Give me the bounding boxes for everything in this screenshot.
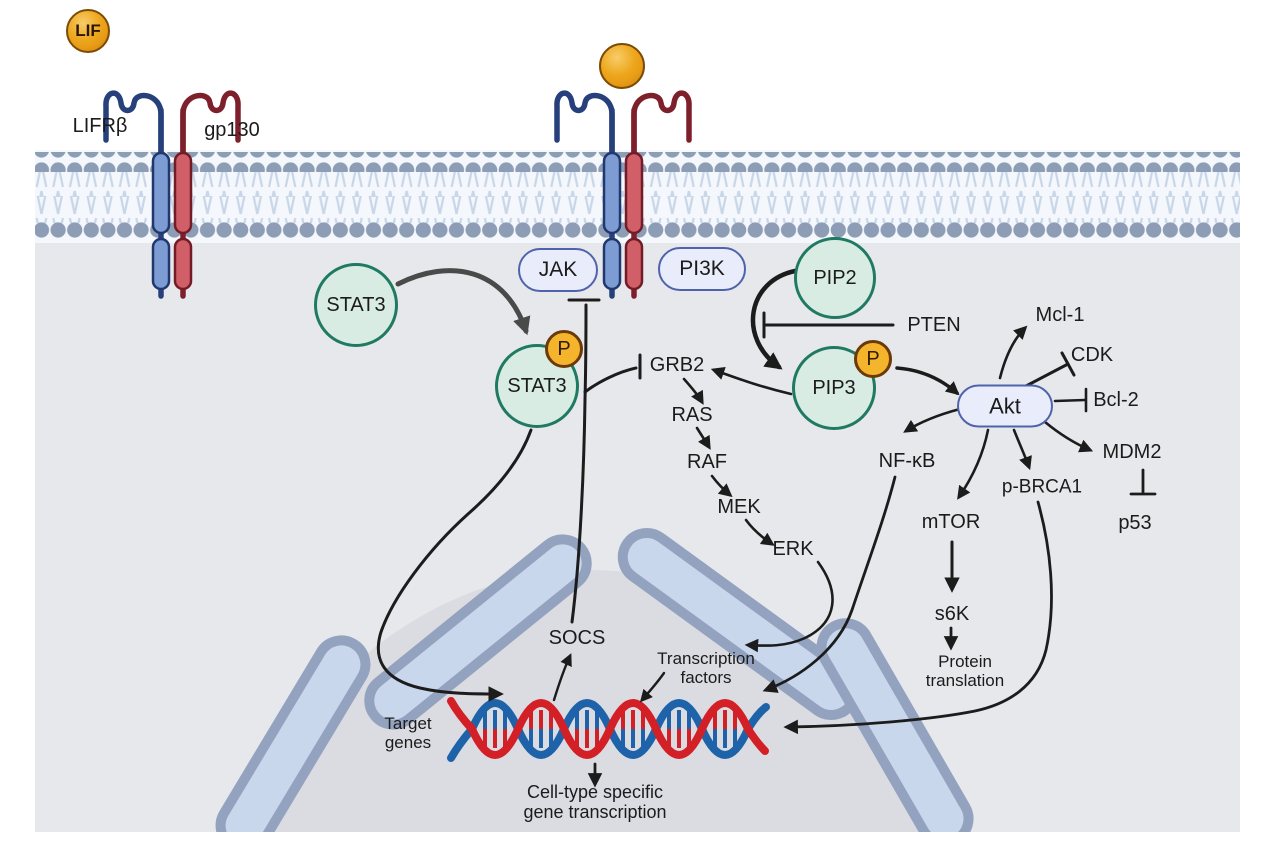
pip2-label: PIP2: [813, 266, 857, 289]
arrow-raf-to-mek: [710, 474, 733, 498]
transcription-factors-line2: factors: [680, 668, 732, 687]
lif-ligand: LIF: [66, 9, 110, 53]
arrow-transcription-factors-to-dna: [639, 671, 666, 703]
pi3k-label: PI3K: [679, 257, 725, 280]
phosphate-badge-pip3: P: [854, 340, 892, 378]
target-genes-line1: Target: [384, 713, 432, 733]
arrow-akt-to-mtor: [957, 428, 990, 500]
line-socs-inhibits-grb2: [583, 366, 638, 394]
pi3k-node: PI3K: [658, 247, 746, 291]
arrow-mek-to-erk: [744, 518, 775, 546]
nuclear-envelope-left: [215, 635, 371, 832]
arrow-akt-to-mdm2: [1043, 420, 1094, 453]
arrow-akt-to-mcl1: [998, 325, 1028, 380]
mcl1-label: Mcl-1: [1035, 303, 1085, 326]
lifrb-receptor-label: LIFRβ: [72, 114, 128, 137]
line-akt-inhibits-bcl2: [1053, 398, 1087, 403]
s6k-label: s6K: [934, 602, 970, 625]
cdk-label: CDK: [1070, 343, 1114, 366]
grb2-label: GRB2: [649, 353, 705, 376]
nfkb-label: NF-κB: [878, 449, 936, 472]
erk-label: ERK: [772, 537, 814, 560]
pip3-label: PIP3: [812, 376, 856, 399]
transcription-factors-line1: Transcription: [657, 648, 755, 668]
akt-label: Akt: [989, 393, 1021, 418]
stat3-label: STAT3: [326, 293, 386, 316]
lif-ligand-bound: [599, 43, 645, 89]
nuclear-envelope-upper-left: [364, 534, 592, 730]
line-socs-inhibits-jak: [570, 303, 588, 624]
pbrca1-label: p-BRCA1: [1001, 476, 1083, 498]
arrow-grb2-to-ras: [682, 377, 704, 405]
phosphate-label: P: [866, 347, 880, 370]
target-genes-line2: genes: [384, 733, 432, 752]
arrow-akt-to-nfkb: [903, 407, 962, 433]
gene-transcription-label: Cell-type specific gene transcription: [523, 782, 666, 822]
arrow-dna-to-socs: [552, 653, 572, 702]
protein-translation-line1: Protein: [938, 651, 992, 671]
line-akt-inhibits-cdk: [1024, 362, 1070, 388]
mdm2-label: MDM2: [1102, 440, 1162, 463]
gene-transcription-line1: Cell-type specific: [526, 781, 664, 802]
transcription-factors-label: Transcription factors: [657, 649, 755, 687]
jak-node: JAK: [518, 248, 598, 292]
dna-helix: [447, 697, 770, 762]
phosphate-label: P: [557, 337, 571, 360]
protein-translation-label: Protein translation: [926, 652, 1004, 690]
p53-label: p53: [1118, 511, 1152, 534]
bcl2-label: Bcl-2: [1093, 388, 1139, 411]
gp130-receptor-label: gp130: [204, 118, 260, 141]
arrow-pstat3-to-target-genes: [376, 428, 533, 702]
lif-label: LIF: [75, 21, 101, 40]
arrow-pip3-to-akt: [895, 366, 960, 396]
ras-label: RAS: [671, 403, 713, 426]
gene-transcription-line2: gene transcription: [523, 802, 667, 822]
nuclear-envelope-right: [816, 618, 974, 832]
arrow-nfkb-to-dna: [762, 475, 897, 693]
protein-translation-line2: translation: [925, 671, 1005, 690]
arrow-pip3-to-grb2: [710, 366, 793, 396]
stat3-node: STAT3: [314, 263, 398, 347]
arrow-erk-to-transcription-factors: [744, 560, 834, 653]
phospho-stat3-label: STAT3: [507, 374, 567, 397]
arrow-pip2-to-pip3: [750, 268, 798, 370]
target-genes-label: Target genes: [384, 714, 431, 752]
arrow-stat3-activation: [395, 268, 531, 336]
pten-label: PTEN: [907, 313, 961, 336]
arrow-ras-to-raf: [695, 426, 711, 450]
tbar-cdk: [1060, 351, 1076, 377]
arrow-pbrca1-to-dna: [783, 500, 1053, 735]
raf-label: RAF: [687, 450, 727, 473]
jak-label: JAK: [538, 258, 578, 281]
pip2-node: PIP2: [794, 237, 876, 319]
mtor-label: mTOR: [921, 510, 981, 533]
mek-label: MEK: [717, 495, 761, 518]
socs-label: SOCS: [548, 626, 606, 649]
phosphate-badge-stat3: P: [545, 330, 583, 368]
akt-node: Akt: [957, 384, 1053, 428]
arrow-akt-to-pbrca1: [1012, 428, 1032, 471]
